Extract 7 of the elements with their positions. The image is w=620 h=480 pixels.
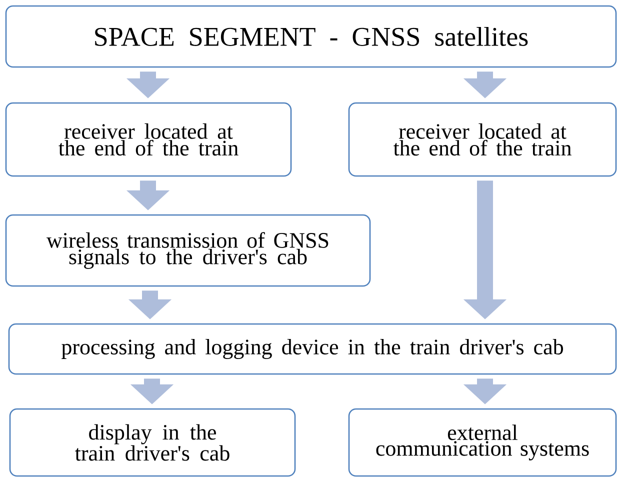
process-box: receiver located at the end of the train — [348, 102, 617, 177]
process-box: processing and logging device in the train driver's cab — [8, 323, 617, 375]
process-box: SPACE SEGMENT - GNSS satellites — [5, 5, 617, 68]
process-box: external communication systems — [348, 408, 617, 477]
process-box: receiver located at the end of the train — [5, 102, 292, 177]
process-box: wireless transmission of GNSS signals to the driver's cab — [5, 214, 371, 287]
process-box: display in the train driver's cab — [9, 408, 296, 477]
